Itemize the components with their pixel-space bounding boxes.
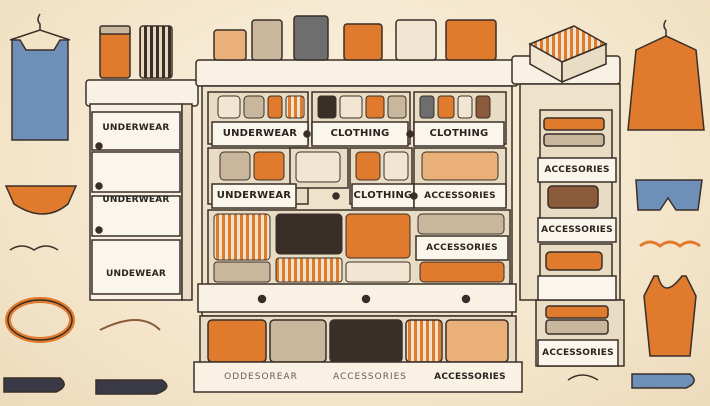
left-items <box>3 13 168 395</box>
right-drawer-label-top: ACCESORIES <box>544 165 610 175</box>
center-label-underwear-top: UNDERWEAR <box>222 128 298 139</box>
center-label-accessories-low: ACCESSORIES <box>426 243 498 253</box>
center-label-plates <box>211 121 509 261</box>
right-cabinet <box>511 55 625 367</box>
right-items <box>567 19 705 389</box>
center-label-accessories-mid: ACCESSORIES <box>424 191 496 201</box>
right-drawer-label-mid: ACCESSORIES <box>541 225 613 235</box>
left-cabinet <box>85 79 199 301</box>
bottom-drawer <box>193 315 523 393</box>
folded-clothes-top <box>217 95 491 119</box>
top-containers <box>99 15 497 79</box>
striped-box <box>528 25 608 84</box>
folded-clothes-mid <box>219 151 499 183</box>
center-label-clothing-mid: CLOTHING <box>353 190 413 201</box>
left-drawer-label-mid: UNDERWEAR <box>102 195 170 205</box>
center-label-clothing-right: CLOTHING <box>429 128 489 139</box>
center-label-clothing-top: CLOTHING <box>330 128 390 139</box>
left-drawer-label-low: UNDEWEAR <box>105 269 167 279</box>
bottom-drawer-label-3: ACCESSORIES <box>434 372 506 382</box>
folded-clothes-low <box>213 213 505 283</box>
right-drawer-label-low: ACCESSORIES <box>542 348 614 358</box>
left-drawer-label-top: UNDERWEAR <box>102 123 170 133</box>
center-label-underwear-mid: UNDERWEAR <box>216 190 292 201</box>
bottom-drawer-label-2: ACCESSORIES <box>332 372 408 382</box>
bottom-drawer-label-1: ODDESOREAR <box>224 372 298 382</box>
